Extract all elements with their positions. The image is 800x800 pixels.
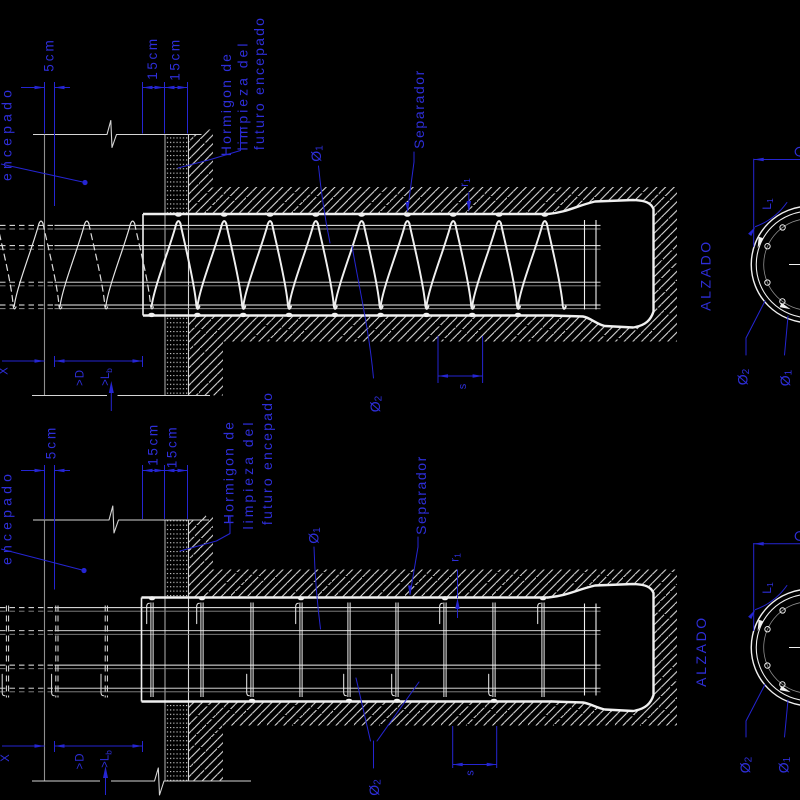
svg-text:r1: r1: [448, 553, 463, 562]
svg-text:>D: >D: [75, 752, 87, 769]
svg-text:futuro encepado: futuro encepado: [259, 391, 275, 525]
svg-text:s: s: [465, 770, 477, 776]
svg-text:futuro encepado: futuro encepado: [251, 16, 267, 150]
svg-text:>D: >D: [75, 369, 87, 386]
svg-text:Separador: Separador: [411, 69, 427, 149]
svg-text:limpieza del: limpieza del: [240, 420, 256, 530]
svg-text:r1: r1: [457, 178, 472, 187]
svg-text:Separador: Separador: [413, 455, 429, 535]
svg-text:X: X: [0, 754, 12, 762]
svg-text:15cm: 15cm: [146, 422, 161, 465]
svg-text:ALZADO: ALZADO: [693, 615, 709, 687]
svg-text:>Lb: >Lb: [100, 368, 114, 386]
svg-text:ALZADO: ALZADO: [698, 239, 714, 311]
svg-text:Hormigon de: Hormigon de: [218, 52, 234, 156]
svg-text:encepado: encepado: [0, 86, 15, 181]
svg-text:15cm: 15cm: [168, 37, 183, 80]
svg-text:encepado: encepado: [0, 470, 15, 565]
svg-text:5cm: 5cm: [42, 37, 57, 72]
svg-text:s: s: [457, 383, 469, 389]
svg-text:limpieza del: limpieza del: [235, 41, 251, 151]
svg-text:L1: L1: [760, 582, 775, 594]
svg-text:Hormigon de: Hormigon de: [221, 420, 237, 524]
svg-text:15cm: 15cm: [165, 425, 180, 468]
svg-text:>Lb: >Lb: [100, 750, 114, 768]
svg-text:X: X: [0, 367, 11, 375]
svg-text:L1: L1: [760, 198, 775, 210]
svg-text:5cm: 5cm: [44, 425, 59, 460]
svg-text:15cm: 15cm: [145, 36, 160, 79]
